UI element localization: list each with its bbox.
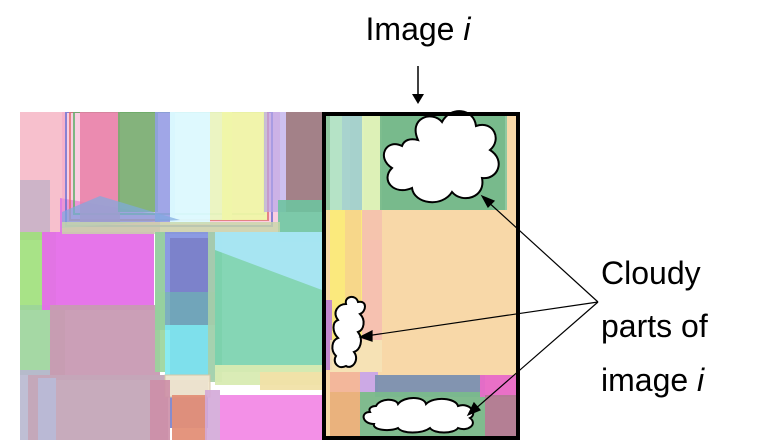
- mosaic-tile: [342, 112, 364, 210]
- mosaic-tile: [165, 325, 215, 380]
- cloud-left: [331, 296, 366, 368]
- callout-arrows: [358, 194, 599, 417]
- mosaic-tile: [362, 112, 382, 210]
- callout-line-3: image i: [601, 362, 705, 398]
- callout-line-1: Cloudy: [601, 255, 701, 291]
- mosaic-tile: [322, 300, 332, 370]
- mosaic-tile: [62, 196, 180, 228]
- mosaic-tile: [42, 232, 154, 310]
- mosaic-tile: [485, 395, 520, 440]
- mosaic-tile: [170, 112, 210, 224]
- mosaic-tile: [150, 380, 170, 440]
- mosaic-tile: [220, 395, 322, 440]
- mosaic-tile: [345, 210, 361, 300]
- mosaic-tile: [362, 210, 382, 340]
- mosaic-tile: [205, 390, 220, 440]
- title-arrow: [412, 66, 424, 104]
- image-i-title: Image i: [366, 11, 472, 47]
- image-i-frame: [322, 112, 520, 440]
- mosaic-tile: [330, 392, 360, 440]
- mosaic-tile: [222, 112, 267, 220]
- mosaic-tile: [360, 372, 378, 392]
- mosaic-tile: [260, 372, 322, 390]
- mosaic-tile: [50, 305, 160, 380]
- mosaic-tile: [164, 374, 211, 398]
- mosaic-tile: [375, 375, 485, 397]
- image-mosaic: [20, 112, 520, 440]
- callout-line-2: parts of: [601, 308, 708, 344]
- cloud-top: [382, 110, 500, 203]
- mosaic-tile: [480, 375, 520, 397]
- mosaic-tile: [38, 378, 56, 440]
- mosaic-tile: [286, 112, 322, 212]
- mosaic-tile: [264, 112, 286, 212]
- mosaic-tile: [62, 222, 280, 234]
- mosaic-tile: [172, 395, 207, 440]
- mosaic-tile: [155, 232, 165, 372]
- mosaic-tile: [20, 180, 50, 240]
- cloud-bottom: [362, 397, 475, 434]
- mosaic-tile: [330, 372, 360, 392]
- mosaic-tile: [215, 232, 322, 290]
- mosaic-tile: [118, 112, 158, 212]
